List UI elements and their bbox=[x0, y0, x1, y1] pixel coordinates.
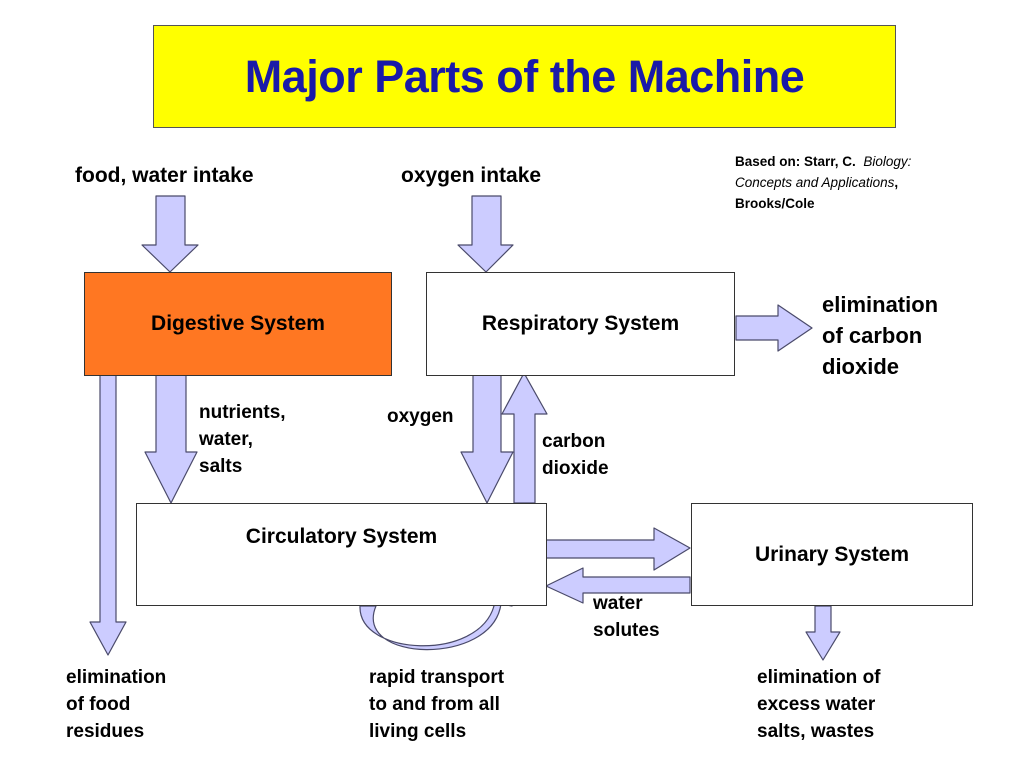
co2-elimination-line-1: elimination bbox=[822, 292, 939, 317]
water-solutes-line-2: solutes bbox=[593, 620, 660, 641]
nutrients-label: nutrients, water, salts bbox=[199, 399, 286, 480]
food-residues-line-3: residues bbox=[66, 721, 145, 742]
water-solutes-line-1: water bbox=[593, 593, 643, 614]
nutrients-line-1: nutrients, bbox=[199, 402, 286, 423]
digestive-system-label: Digestive System bbox=[151, 312, 325, 335]
rapid-transport-line-2: to and from all bbox=[369, 694, 500, 715]
circulatory-system-label: Circulatory System bbox=[245, 525, 438, 548]
urinary-system-label: Urinary System bbox=[754, 542, 910, 566]
excess-water-label: elimination of excess water salts, waste… bbox=[757, 664, 881, 745]
excess-water-line-1: elimination of bbox=[757, 667, 881, 688]
to-urinary-arrow bbox=[545, 527, 691, 571]
citation-publisher: Brooks/Cole bbox=[735, 196, 815, 211]
excess-water-line-3: salts, wastes bbox=[757, 721, 875, 742]
nutrients-arrow bbox=[144, 374, 198, 504]
carbon-dioxide-label: carbon dioxide bbox=[542, 428, 609, 482]
citation-comma: , bbox=[894, 175, 899, 190]
urinary-system-box: Urinary System bbox=[691, 503, 973, 606]
oxygen-intake-label: oxygen intake bbox=[401, 164, 542, 187]
co2-elimination-label: elimination of carbon dioxide bbox=[822, 289, 938, 382]
digestive-system-box: Digestive System bbox=[84, 272, 392, 376]
food-intake-arrow bbox=[141, 195, 199, 273]
food-residues-line-2: of food bbox=[66, 694, 131, 715]
co2-elimination-line-3: dioxide bbox=[822, 354, 900, 379]
citation-book-title-1: Biology: bbox=[863, 154, 912, 169]
urinary-elimination-arrow bbox=[805, 605, 841, 661]
rapid-transport-line-3: living cells bbox=[369, 721, 467, 742]
respiratory-system-label: Respiratory System bbox=[481, 312, 680, 335]
title-banner: Major Parts of the Machine bbox=[153, 25, 896, 128]
nutrients-line-3: salts bbox=[199, 456, 243, 477]
food-water-intake-label: food, water intake bbox=[75, 164, 254, 187]
food-residues-label: elimination of food residues bbox=[66, 664, 166, 745]
page-title: Major Parts of the Machine bbox=[244, 50, 805, 102]
rapid-transport-label: rapid transport to and from all living c… bbox=[369, 664, 504, 745]
citation-prefix: Based on: Starr, C. bbox=[735, 154, 856, 169]
oxygen-arrow bbox=[460, 374, 514, 504]
from-urinary-arrow bbox=[545, 567, 691, 604]
oxygen-label: oxygen bbox=[387, 406, 454, 427]
citation: Based on: Starr, C. Biology: Concepts an… bbox=[735, 151, 911, 214]
circulatory-system-box: Circulatory System bbox=[136, 503, 547, 606]
carbon-dioxide-arrow bbox=[501, 372, 548, 504]
carbon-dioxide-line-1: carbon bbox=[542, 431, 606, 452]
co2-elimination-arrow bbox=[735, 304, 813, 352]
respiratory-system-box: Respiratory System bbox=[426, 272, 735, 376]
co2-elimination-line-2: of carbon bbox=[822, 323, 923, 348]
excess-water-line-2: excess water bbox=[757, 694, 876, 715]
rapid-transport-loop-arrow bbox=[359, 569, 519, 651]
food-residue-arrow bbox=[89, 374, 127, 656]
water-solutes-label: water solutes bbox=[593, 590, 660, 644]
oxygen-intake-arrow bbox=[457, 195, 514, 273]
nutrients-line-2: water, bbox=[199, 429, 253, 450]
food-residues-line-1: elimination bbox=[66, 667, 167, 688]
rapid-transport-line-1: rapid transport bbox=[369, 667, 505, 688]
carbon-dioxide-line-2: dioxide bbox=[542, 458, 609, 479]
citation-book-title-2: Concepts and Applications bbox=[735, 175, 895, 190]
